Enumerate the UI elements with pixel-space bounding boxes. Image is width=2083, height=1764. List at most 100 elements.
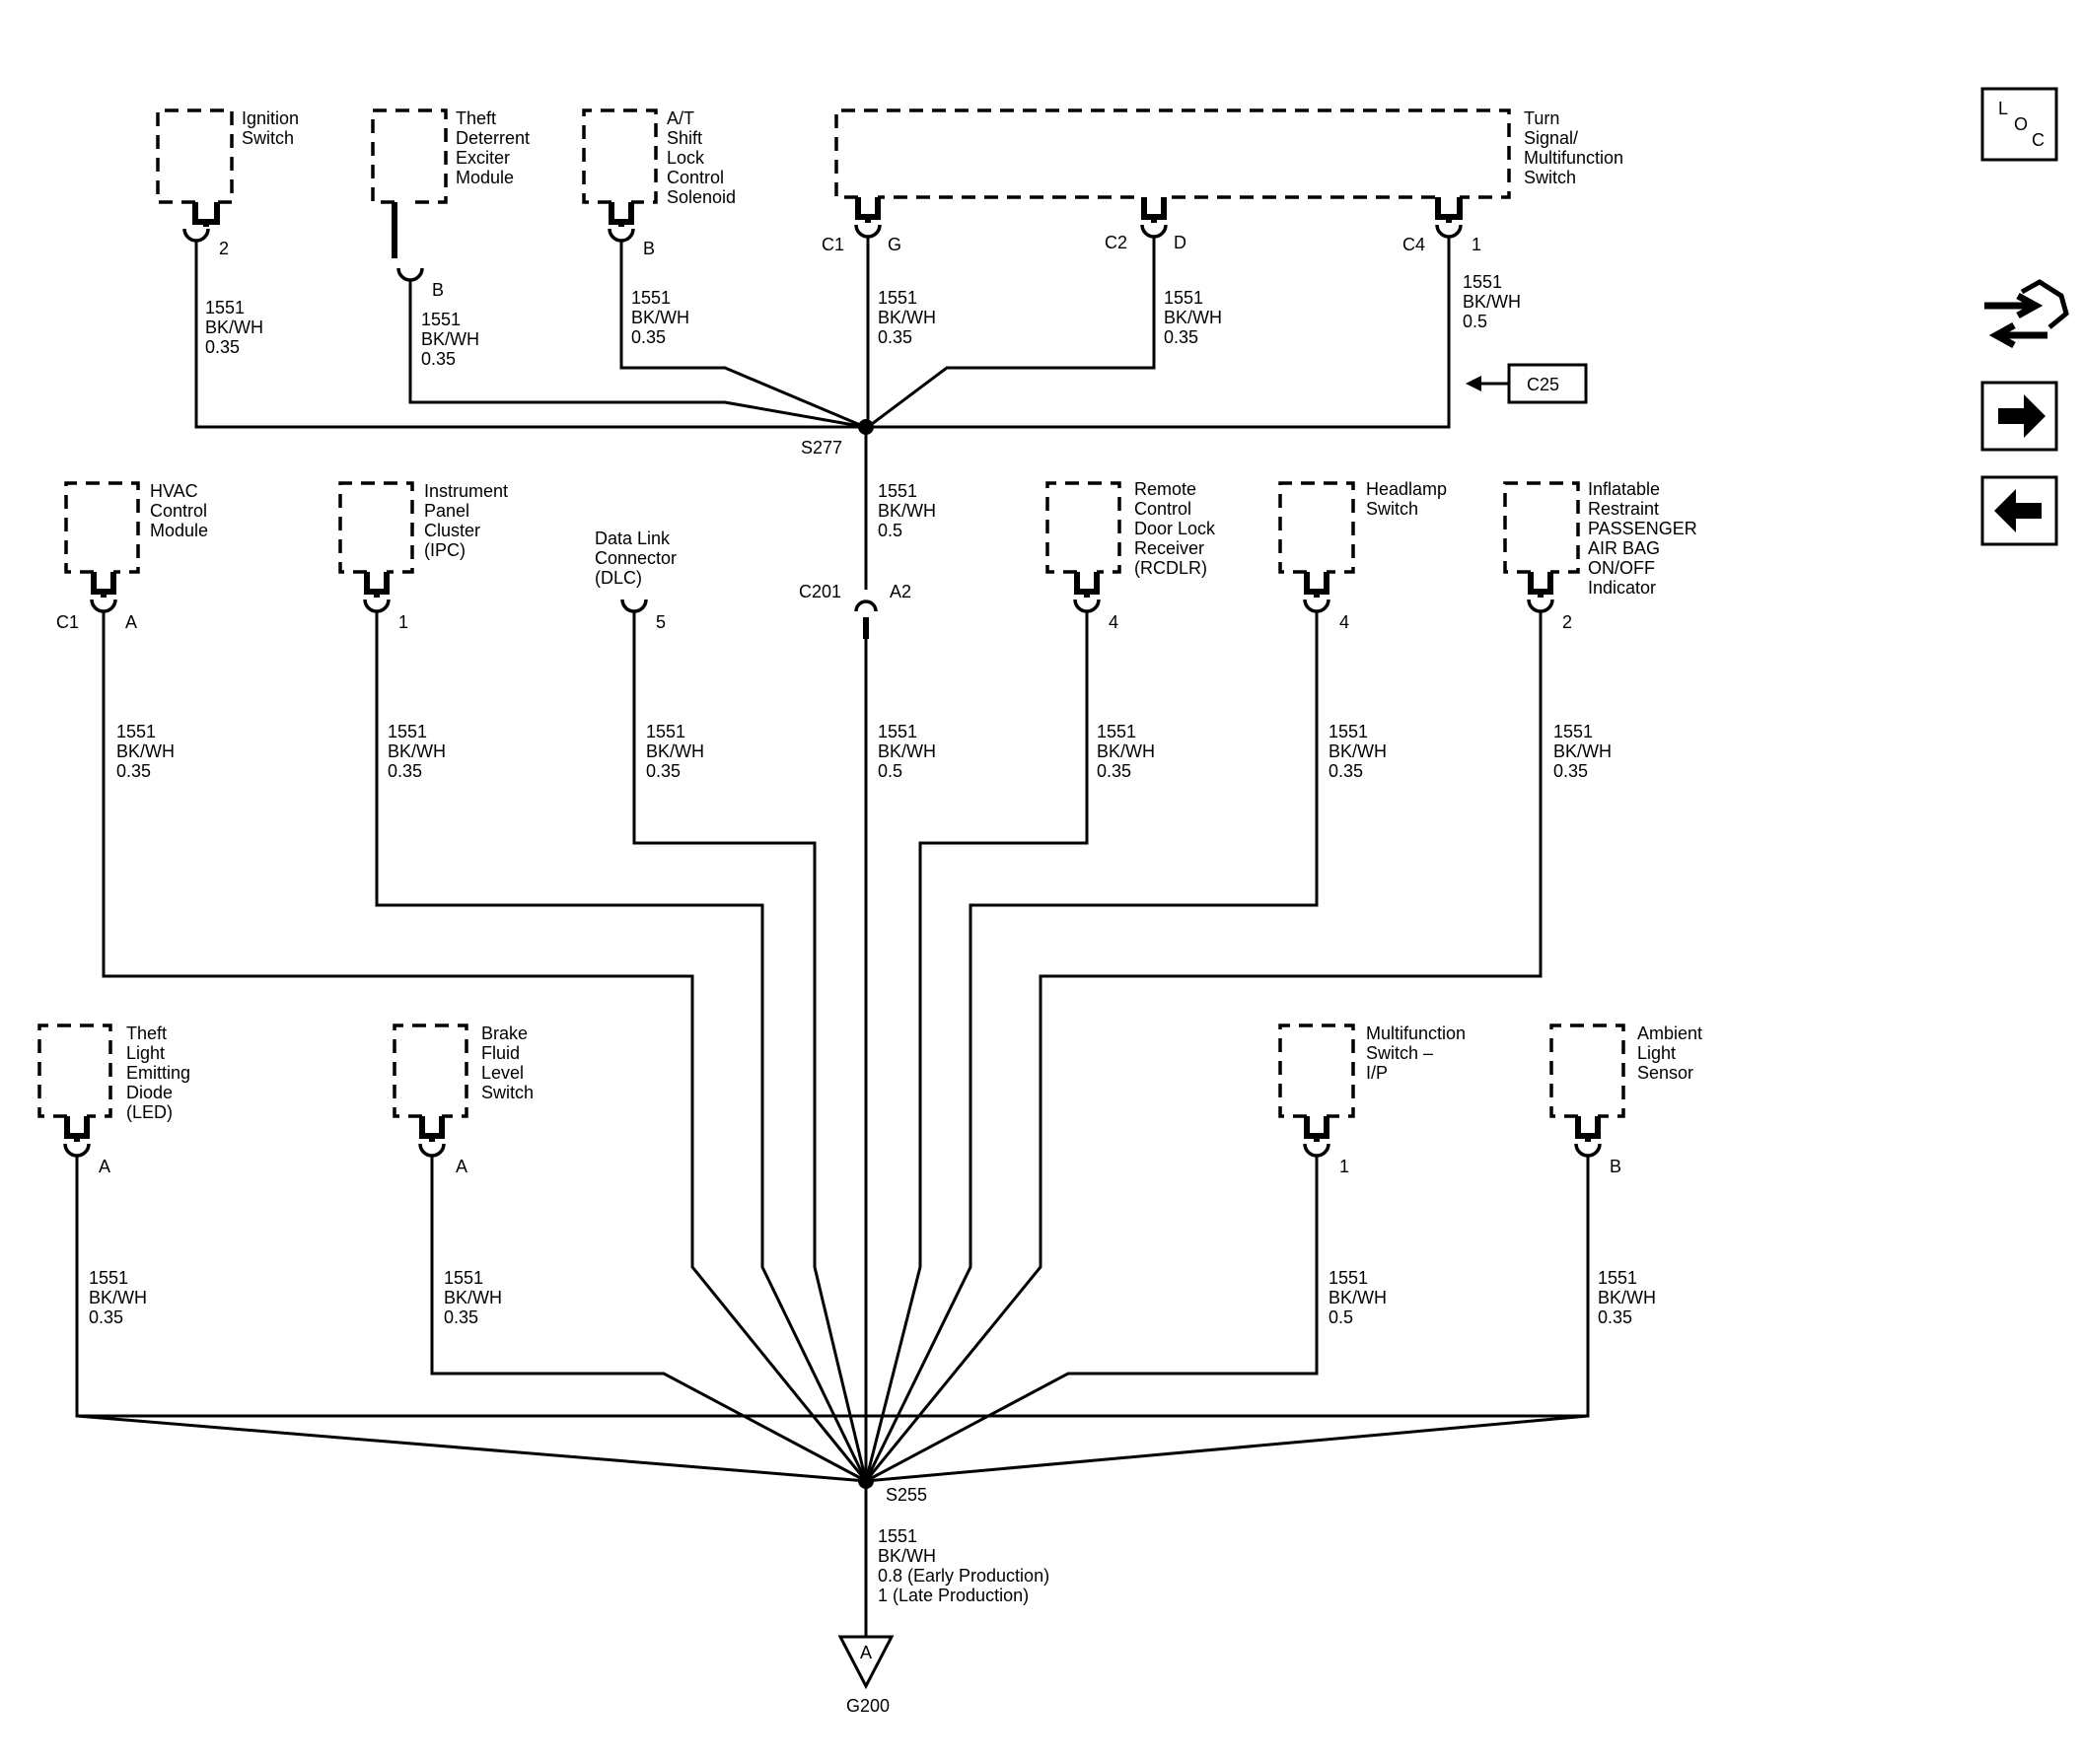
diagram-text: BK/WH xyxy=(116,741,175,761)
diagram-text: Control xyxy=(1134,499,1191,519)
lower-wires xyxy=(75,611,1590,1483)
diagram-text: 1551 xyxy=(421,310,461,329)
diagram-text: 1551 xyxy=(646,722,685,741)
diagram-text: 1551 xyxy=(388,722,427,741)
component-label: Ignition xyxy=(242,108,299,128)
diagram-text: 1551 xyxy=(444,1268,483,1288)
component-label: Signal/ xyxy=(1524,128,1578,148)
diagram-text: Switch xyxy=(1366,499,1418,519)
component-label: Switch xyxy=(1524,168,1576,187)
ignition-switch: Ignition Switch xyxy=(156,108,299,204)
diagram-text: L xyxy=(1998,99,2008,118)
diagram-text: 1551 xyxy=(1164,288,1203,308)
diagram-text: BK/WH xyxy=(1097,741,1155,761)
diagram-text: (IPC) xyxy=(424,540,466,560)
diagram-text: BK/WH xyxy=(878,308,936,327)
diagram-text: 1551 xyxy=(205,298,245,318)
diagram-text: 1551 xyxy=(1329,722,1368,741)
wire-labels-ground: 1551 BK/WH 0.8 (Early Production) 1 (Lat… xyxy=(878,1526,1049,1605)
diagram-text: BK/WH xyxy=(878,501,936,521)
pin-label: 1 xyxy=(1472,235,1481,254)
diagram-text: BK/WH xyxy=(1463,292,1521,312)
component-label: Shift xyxy=(667,128,702,148)
diagram-text: C1 xyxy=(56,612,79,632)
diagram-text: 0.35 xyxy=(646,761,681,781)
diagram-text: 1551 xyxy=(1598,1268,1637,1288)
diagram-text: Cluster xyxy=(424,521,480,540)
component-label: Control xyxy=(667,168,724,187)
wire-labels-bottom: 1551 BK/WH 0.35 1551 BK/WH 0.35 1551 BK/… xyxy=(89,1268,1656,1327)
theft-led: Theft Light Emitting Diode (LED) A xyxy=(37,1023,190,1176)
component-label: Module xyxy=(456,168,514,187)
diagram-text: BK/WH xyxy=(205,318,263,337)
diagram-text: 0.35 xyxy=(388,761,422,781)
component-label: Exciter xyxy=(456,148,510,168)
diagram-text: (DLC) xyxy=(595,568,642,588)
diagram-text: HVAC xyxy=(150,481,198,501)
diagram-text: 1551 xyxy=(878,722,917,741)
c25-reference[interactable]: C25 xyxy=(1466,363,1588,404)
diagram-text: O xyxy=(2014,114,2028,134)
diagram-text: A xyxy=(99,1157,110,1176)
diagram-text: Multifunction xyxy=(1366,1023,1466,1043)
arrow-left-icon[interactable] xyxy=(1980,475,2058,546)
diagram-text: Receiver xyxy=(1134,538,1204,558)
diagram-text: A xyxy=(456,1157,467,1176)
diagram-text: Indicator xyxy=(1588,578,1656,598)
diagram-text: 0.35 xyxy=(1598,1307,1632,1327)
diagram-text: (RCDLR) xyxy=(1134,558,1207,578)
diagram-text: 0.35 xyxy=(205,337,240,357)
diagram-text: BK/WH xyxy=(1164,308,1222,327)
diagram-text: 4 xyxy=(1339,612,1349,632)
diagram-text: Instrument xyxy=(424,481,508,501)
rcdlr-receiver: Remote Control Door Lock Receiver (RCDLR… xyxy=(1045,479,1216,632)
diagram-text: Remote xyxy=(1134,479,1196,499)
diagram-text: Restraint xyxy=(1588,499,1659,519)
pin-label: 2 xyxy=(219,239,229,258)
diagram-text: 0.35 xyxy=(1329,761,1363,781)
arrow-right-icon[interactable] xyxy=(1980,381,2058,452)
turn-signal-switch: Turn Signal/ Multifunction Switch xyxy=(834,108,1623,199)
diagram-text: 0.5 xyxy=(878,761,902,781)
diagram-text: Light xyxy=(126,1043,165,1063)
diagram-text: Inflatable xyxy=(1588,479,1660,499)
diagram-text: 1551 xyxy=(1329,1268,1368,1288)
diagram-text: BK/WH xyxy=(1329,1288,1387,1307)
headlamp-switch: Headlamp Switch 4 xyxy=(1278,479,1447,632)
diagram-text: Diode xyxy=(126,1083,173,1102)
handshake-icon[interactable] xyxy=(1984,279,2069,349)
component-label: Turn xyxy=(1524,108,1559,128)
diagram-text: PASSENGER xyxy=(1588,519,1697,538)
diagram-text: 1551 xyxy=(1553,722,1593,741)
diagram-text: Module xyxy=(150,521,208,540)
diagram-text: 4 xyxy=(1109,612,1118,632)
component-label: Switch xyxy=(242,128,294,148)
diagram-text: BK/WH xyxy=(1598,1288,1656,1307)
ambient-light-sensor: Ambient Light Sensor B xyxy=(1549,1023,1702,1176)
diagram-text: I/P xyxy=(1366,1063,1388,1083)
diagram-text: Door Lock xyxy=(1134,519,1216,538)
diagram-text: Sensor xyxy=(1637,1063,1693,1083)
splice-label: S277 xyxy=(801,438,842,458)
diagram-text: Ambient xyxy=(1637,1023,1702,1043)
loc-icon[interactable]: L O C xyxy=(1980,87,2058,162)
theft-deterrent-module: Theft Deterrent Exciter Module xyxy=(371,108,530,204)
diagram-text: (LED) xyxy=(126,1102,173,1122)
diagram-text: 1 xyxy=(1339,1157,1349,1176)
diagram-text: A xyxy=(860,1643,872,1662)
diagram-text: 0.35 xyxy=(1553,761,1588,781)
hvac-control-module: HVAC Control Module C1 A xyxy=(56,481,208,632)
diagram-text: A2 xyxy=(890,582,911,601)
diagram-text: BK/WH xyxy=(421,329,479,349)
wire-labels-middle: 1551 BK/WH 0.35 1551 BK/WH 0.35 1551 BK/… xyxy=(116,722,1612,781)
diagram-text: 2 xyxy=(1562,612,1572,632)
diagram-text: 1551 xyxy=(89,1268,128,1288)
diagram-text: 5 xyxy=(656,612,666,632)
diagram-text: 0.35 xyxy=(444,1307,478,1327)
diagram-text: C25 xyxy=(1527,375,1559,394)
diagram-text: 1551 xyxy=(1463,272,1502,292)
diagram-text: 0.35 xyxy=(631,327,666,347)
diagram-text: Level xyxy=(481,1063,524,1083)
diagram-text: BK/WH xyxy=(646,741,704,761)
